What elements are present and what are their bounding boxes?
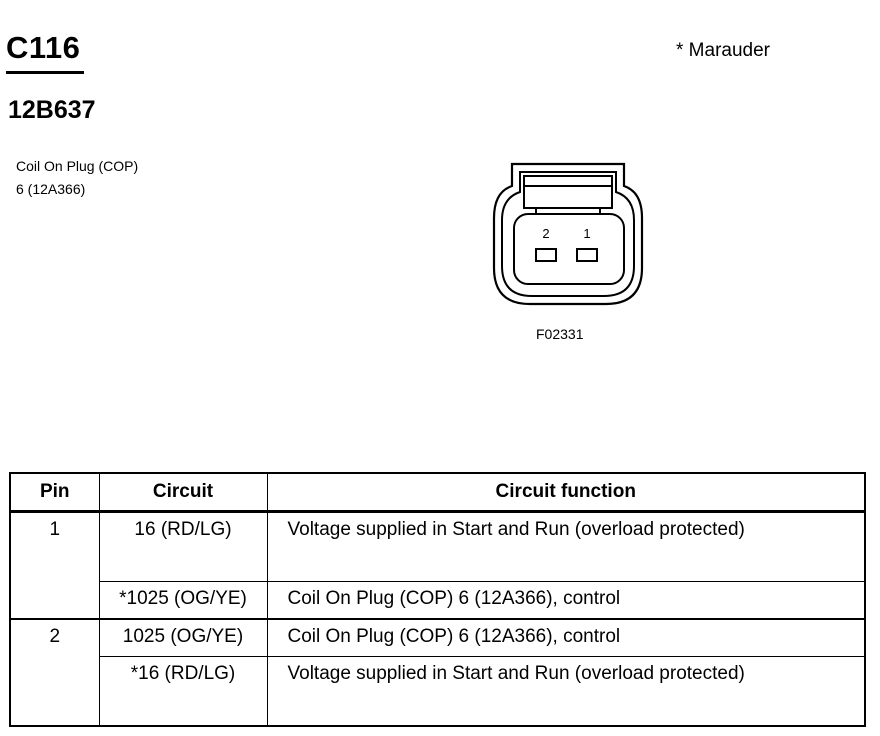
terminal-cavity <box>513 213 625 285</box>
part-number: 12B637 <box>8 96 96 124</box>
circuit-function: Voltage supplied in Start and Run (overl… <box>266 656 866 727</box>
connector-inner-shell <box>501 171 635 297</box>
circuit: *1025 (OG/YE) <box>98 581 268 620</box>
connector-outer-shell <box>492 162 644 306</box>
pin-number: 2 <box>9 618 100 657</box>
circuit: *16 (RD/LG) <box>98 656 268 727</box>
pin-label-2: 2 <box>542 226 549 241</box>
locking-tab <box>523 175 613 209</box>
header-circuit: Circuit <box>98 472 268 513</box>
table-row: 1 16 (RD/LG) Voltage supplied in Start a… <box>9 511 866 582</box>
connector-id: C116 <box>6 30 81 65</box>
table-header-row: Pin Circuit Circuit function <box>9 472 866 513</box>
pin-table: Pin Circuit Circuit function 1 16 (RD/LG… <box>9 472 866 727</box>
table-row: 2 1025 (OG/YE) Coil On Plug (COP) 6 (12A… <box>9 618 866 657</box>
title-underline <box>6 71 84 74</box>
table-row: *1025 (OG/YE) Coil On Plug (COP) 6 (12A3… <box>9 581 866 620</box>
connector-face-drawing: 2 1 <box>492 162 644 306</box>
header-pin: Pin <box>9 472 100 513</box>
component-description-line-2: 6 (12A366) <box>16 181 86 197</box>
pin-number <box>9 581 100 620</box>
circuit-function: Coil On Plug (COP) 6 (12A366), control <box>266 581 866 620</box>
footnote: * Marauder <box>676 40 770 61</box>
figure-label: F02331 <box>536 326 584 342</box>
pin-number <box>9 656 100 727</box>
circuit-function: Coil On Plug (COP) 6 (12A366), control <box>266 618 866 657</box>
circuit: 1025 (OG/YE) <box>98 618 268 657</box>
component-description-line-1: Coil On Plug (COP) <box>16 158 139 174</box>
pin-1-terminal <box>576 248 598 262</box>
pin-2-terminal <box>535 248 557 262</box>
header-circuit-function: Circuit function <box>266 472 866 513</box>
circuit-function: Voltage supplied in Start and Run (overl… <box>266 511 866 582</box>
pin-number: 1 <box>9 511 100 582</box>
circuit: 16 (RD/LG) <box>98 511 268 582</box>
pin-label-1: 1 <box>583 226 590 241</box>
table-row: *16 (RD/LG) Voltage supplied in Start an… <box>9 656 866 727</box>
